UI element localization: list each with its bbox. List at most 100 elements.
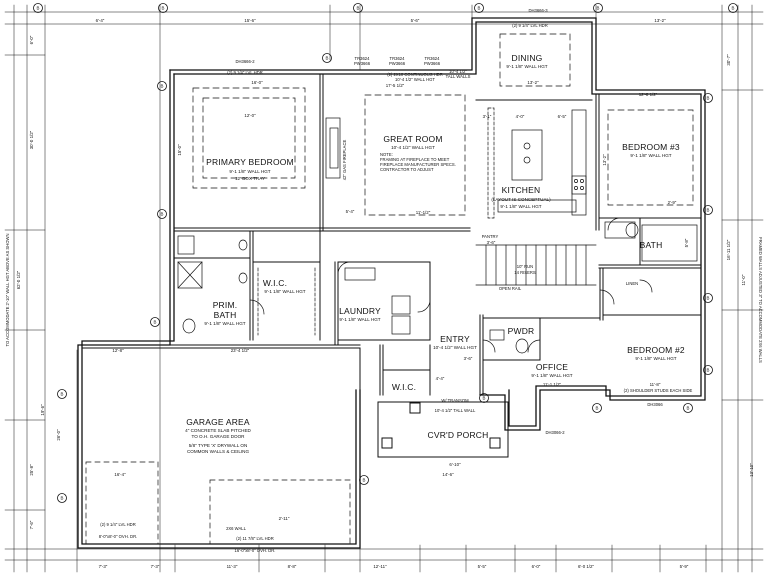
- room-note-garage-1: 4" CONCRETE SLAB PITCHED: [185, 428, 251, 433]
- room-note-primary-bedroom: 9'-1 1/8" WALL HGT: [229, 169, 270, 174]
- dimension-frame: [4, 4, 764, 573]
- svg-text:26'-0": 26'-0": [56, 429, 61, 441]
- room-name-porch: CVR'D PORCH: [428, 430, 489, 440]
- svg-text:5'-6": 5'-6": [411, 18, 420, 23]
- svg-text:11'-8": 11'-8": [650, 382, 661, 387]
- room-note-bedroom3: 9'-1 1/8" WALL HGT: [630, 153, 671, 158]
- svg-text:5'-8": 5'-8": [684, 238, 689, 247]
- svg-text:PANTRY: PANTRY: [482, 234, 499, 239]
- room-name-kitchen: KITCHEN: [502, 185, 541, 195]
- svg-text:PW3666: PW3666: [354, 61, 371, 66]
- svg-text:B: B: [357, 6, 360, 11]
- svg-text:B: B: [162, 6, 165, 11]
- svg-text:5'-4": 5'-4": [346, 209, 355, 214]
- room-name-prim-bath: PRIM.: [213, 300, 238, 310]
- svg-text:12'-8 1/2": 12'-8 1/2": [639, 92, 658, 97]
- svg-text:6'-5": 6'-5": [558, 114, 567, 119]
- svg-text:4'-4": 4'-4": [436, 376, 445, 381]
- svg-text:3'-6": 3'-6": [464, 356, 473, 361]
- grid-bubbles: [33, 3, 738, 503]
- fireplace-note-1: NOTE:: [380, 152, 393, 157]
- svg-text:OPEN RAIL: OPEN RAIL: [499, 286, 522, 291]
- interior-walls: [81, 73, 702, 458]
- svg-text:16'-0"x8'-0" OVH. DR.: 16'-0"x8'-0" OVH. DR.: [235, 548, 276, 553]
- svg-text:(2) SHOULDER STUDS EACH SIDE: (2) SHOULDER STUDS EACH SIDE: [624, 388, 693, 393]
- stairs: [475, 244, 597, 286]
- svg-text:12'-8": 12'-8": [112, 348, 124, 353]
- svg-text:LINEN: LINEN: [626, 281, 638, 286]
- svg-text:15'-6": 15'-6": [244, 18, 256, 23]
- room-name-wic: W.I.C.: [263, 278, 287, 288]
- svg-text:6'-10": 6'-10": [449, 462, 461, 467]
- svg-text:16'-0": 16'-0": [251, 80, 263, 85]
- svg-text:19'-6": 19'-6": [40, 404, 45, 416]
- svg-text:15'-0": 15'-0": [177, 144, 182, 156]
- svg-text:7'-3": 7'-3": [151, 564, 160, 569]
- room-name-laundry: LAUNDRY: [339, 306, 381, 316]
- svg-text:B: B: [161, 84, 164, 89]
- room-note2-primary-bedroom: 12' BOX TRAY: [235, 176, 265, 181]
- room-name-wic2: W.I.C.: [392, 382, 416, 392]
- svg-text:6'-0 1/2": 6'-0 1/2": [578, 564, 595, 569]
- svg-text:DH3066: DH3066: [647, 402, 663, 407]
- room-note-dining: 9'-1 1/8" WALL HGT: [506, 64, 547, 69]
- svg-text:5'-5": 5'-5": [478, 564, 487, 569]
- svg-text:6'-0": 6'-0": [532, 564, 541, 569]
- svg-text:14'-6": 14'-6": [442, 472, 454, 477]
- svg-text:62'-0 1/2": 62'-0 1/2": [16, 270, 21, 289]
- svg-text:30'-0 1/2": 30'-0 1/2": [29, 130, 34, 149]
- svg-text:11'-3": 11'-3": [227, 564, 238, 569]
- svg-text:8'-0"x8'-0" OVH. DR.: 8'-0"x8'-0" OVH. DR.: [99, 534, 138, 539]
- svg-text:TR3624: TR3624: [355, 56, 371, 61]
- svg-text:11'-1/2": 11'-1/2": [416, 210, 431, 215]
- right-side-note: FRAMED WALLS ADJUSTED 3" TO ACCOMMODATE …: [758, 237, 763, 363]
- svg-text:3'-1": 3'-1": [483, 114, 492, 119]
- svg-text:10'-4 1/2" TALL WALL: 10'-4 1/2" TALL WALL: [435, 408, 476, 413]
- svg-text:B: B: [161, 212, 164, 217]
- framing-labels: (2) 9 1/4" LVL HDR DH3666-2 (2) 2X10 CON…: [99, 8, 693, 553]
- svg-text:B: B: [61, 392, 64, 397]
- fireplace-note-4: CONTRACTOR TO ADJUST: [380, 167, 434, 172]
- svg-text:B: B: [363, 478, 366, 483]
- svg-text:B: B: [326, 56, 329, 61]
- svg-text:16'-4": 16'-4": [114, 472, 126, 477]
- dimension-labels: 6'-4" 15'-6" 5'-6" 13'-2" 17'-5 1/2" 12'…: [16, 18, 754, 569]
- svg-text:B: B: [596, 406, 599, 411]
- svg-text:TALL WALLS: TALL WALLS: [446, 74, 471, 79]
- svg-text:6'-0": 6'-0": [29, 35, 34, 44]
- svg-text:DH3666-2: DH3666-2: [235, 59, 255, 64]
- room-note-kitchen: (LAYOUT IS CONCEPTUAL): [491, 197, 551, 202]
- svg-text:B: B: [154, 320, 157, 325]
- room-name-primary-bedroom: PRIMARY BEDROOM: [206, 157, 294, 167]
- room-note-garage-2: TO O.H. GARAGE DOOR: [191, 434, 245, 439]
- svg-text:DH3066-2: DH3066-2: [545, 430, 565, 435]
- svg-text:TR3624: TR3624: [390, 56, 406, 61]
- svg-text:(2) 9 1/4" LVL HDR: (2) 9 1/4" LVL HDR: [512, 23, 547, 28]
- svg-text:B: B: [707, 208, 710, 213]
- svg-text:14 RISERS: 14 RISERS: [514, 270, 536, 275]
- svg-text:7'-3": 7'-3": [99, 564, 108, 569]
- svg-text:B: B: [597, 6, 600, 11]
- svg-text:B: B: [707, 296, 710, 301]
- room-note-office: 9'-1 1/8" WALL HGT: [531, 373, 572, 378]
- svg-text:13'-10": 13'-10": [749, 463, 754, 477]
- room-name-great-room: GREAT ROOM: [383, 134, 442, 144]
- svg-text:B: B: [478, 6, 481, 11]
- svg-text:11'-0": 11'-0": [741, 274, 746, 285]
- svg-text:B: B: [732, 6, 735, 11]
- svg-text:7'-6": 7'-6": [29, 520, 34, 529]
- room-note-garage-4: COMMON WALLS & CEILING: [187, 449, 250, 454]
- svg-text:5'-9": 5'-9": [680, 564, 689, 569]
- svg-text:13'-2": 13'-2": [654, 18, 666, 23]
- svg-text:2'-11": 2'-11": [279, 516, 290, 521]
- room-name-entry: ENTRY: [440, 334, 470, 344]
- room-note-great-room: 10'-4 1/2" WALL HGT: [391, 145, 435, 150]
- svg-text:DH3666-3: DH3666-3: [528, 8, 548, 13]
- room-note-bedroom2: 9'-1 1/8" WALL HGT: [635, 356, 676, 361]
- room-note-prim-bath: 9'-1 1/8" WALL HGT: [204, 321, 245, 326]
- fireplace-note-3: FIREPLACE MANUFACTURER SPECS.: [380, 162, 456, 167]
- svg-text:B: B: [483, 396, 486, 401]
- svg-text:TR3624: TR3624: [425, 56, 441, 61]
